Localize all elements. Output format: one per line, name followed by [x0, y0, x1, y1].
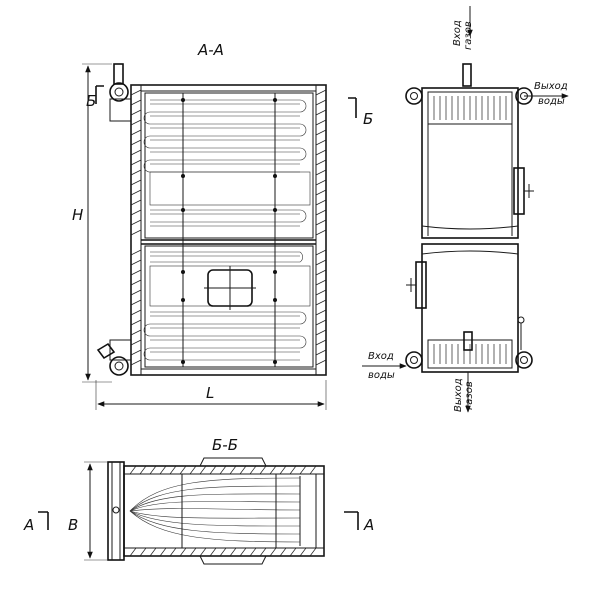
bb-top-hatch: [129, 465, 317, 475]
water-inlet: Вход воды: [362, 351, 407, 381]
bb-right-band: [315, 473, 325, 549]
gas-in-text-1: Вход: [452, 20, 463, 46]
section-bb-view: Б-Б B: [23, 436, 374, 565]
side-lower-fins: [433, 344, 507, 364]
inspection-hatch: [204, 266, 256, 310]
cut-mark-a-left-label: А: [23, 516, 34, 534]
gas-inlet: Вход газов: [452, 6, 474, 50]
gas-out-text-1: Выход: [453, 378, 464, 412]
bb-header-inner: [111, 462, 121, 560]
bb-tie-rods: [181, 474, 277, 548]
water-out-text-2: воды: [538, 96, 565, 107]
side-lower-header: [427, 339, 513, 369]
length-label: L: [206, 384, 214, 402]
cut-mark-b-left: Б: [86, 85, 104, 110]
side-lower-break: [421, 250, 519, 255]
water-outlet: Выход воды: [524, 81, 569, 107]
section-aa-title: А-А: [197, 41, 224, 59]
gas-outlet: Выход газов: [453, 372, 475, 413]
side-bottom-stub: [463, 331, 473, 351]
bb-tubes: [129, 477, 301, 543]
upper-nozzle: [109, 63, 132, 122]
left-header-band: [130, 84, 142, 376]
cut-mark-a-left: А: [23, 511, 49, 534]
side-hatch-left: [406, 261, 427, 309]
upper-coils: [143, 99, 311, 227]
lower-tube-panel: [144, 245, 314, 368]
side-flanges: [405, 87, 533, 369]
width-dimension: B: [68, 461, 108, 561]
width-label: B: [68, 516, 78, 534]
tie-rod-nuts: [181, 98, 277, 364]
bb-top-band: [123, 465, 325, 475]
cut-mark-a-right: А: [344, 511, 374, 534]
height-dimension: H: [72, 63, 112, 383]
front-casing: [130, 84, 327, 376]
upper-tube-panel: [144, 92, 314, 239]
cut-mark-b-left-label: Б: [86, 92, 96, 110]
side-top-stub: [462, 63, 472, 87]
right-side-band: [315, 84, 327, 376]
section-aa-view: А-А: [72, 41, 373, 410]
side-upper-block: [421, 87, 519, 239]
bb-bottom-hatch: [129, 547, 317, 557]
gas-out-text-2: газов: [464, 381, 475, 410]
side-lever: [517, 316, 525, 350]
lower-nozzle: [96, 339, 132, 376]
cut-mark-b-right: Б: [348, 97, 373, 128]
water-in-text-2: воды: [368, 370, 395, 381]
side-upper-header: [427, 91, 513, 125]
tie-rods: [182, 93, 276, 367]
side-upper-break: [421, 225, 519, 230]
bottom-rail: [140, 368, 317, 376]
top-rail: [140, 84, 317, 92]
height-label: H: [72, 206, 83, 224]
side-upper-fins: [433, 96, 507, 120]
block-divider: [141, 239, 316, 245]
side-upper-walls: [427, 124, 513, 236]
gas-in-text-2: газов: [463, 21, 474, 50]
length-dimension: L: [95, 380, 327, 410]
water-out-text-1: Выход: [534, 81, 568, 92]
side-hatch-right: [513, 167, 534, 215]
bb-header-bolt: [112, 506, 120, 514]
section-bb-title: Б-Б: [212, 436, 238, 454]
bb-bottom-band: [123, 547, 325, 557]
water-in-text-1: Вход: [368, 351, 394, 362]
front-band-hatch: [130, 89, 327, 366]
bb-header: [107, 461, 125, 561]
cut-mark-a-right-label: А: [363, 516, 374, 534]
bb-side-plates: [199, 457, 267, 565]
side-view: Вход газов Выход воды Вход воды Выход га…: [362, 6, 569, 413]
cut-mark-b-right-label: Б: [363, 110, 373, 128]
